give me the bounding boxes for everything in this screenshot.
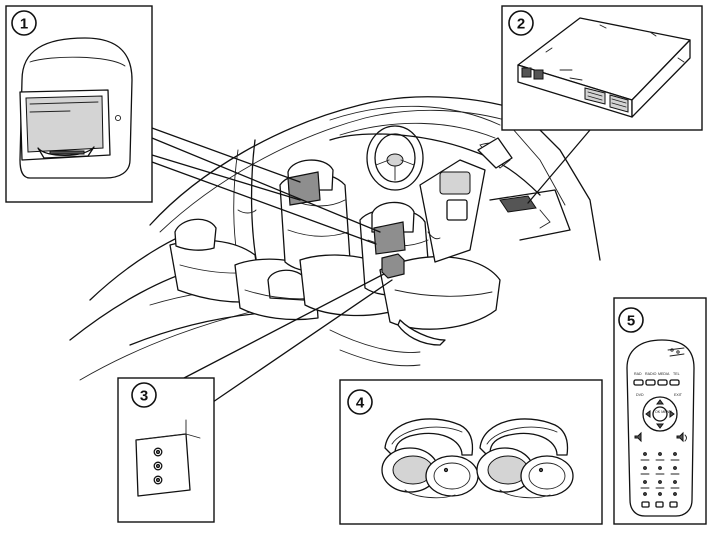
callout-badge-4: 4 (347, 389, 373, 415)
rear-screen-driver-highlight (373, 221, 406, 255)
leader-lines (151, 127, 591, 403)
car-interior-illustration (69, 96, 601, 381)
remote-mode-keys: RAD RADIO MEDIA TEL (634, 372, 680, 376)
remote-ok-label: OK MENU (655, 410, 672, 414)
remote-number-pad (640, 452, 680, 496)
remote-dvd-label: DVD (636, 393, 644, 397)
callout-badge-1: 1 (11, 10, 37, 36)
mode-key-media: MEDIA (658, 372, 670, 376)
headphone-right (476, 418, 574, 499)
callout-2-number: 2 (517, 16, 525, 33)
remote-bottom-keys (641, 501, 678, 508)
volume-down-icon (634, 431, 642, 443)
callout-1-number: 1 (20, 16, 28, 33)
detail-box-remote-control: RAD RADIO MEDIA TEL DVD EXIT OK MENU (613, 297, 707, 525)
callout-4-number: 4 (356, 395, 365, 412)
callout-badge-5: 5 (618, 307, 644, 333)
remote-dpad: OK MENU (642, 396, 678, 432)
detail-box-dvd-unit (501, 5, 703, 131)
remote-function-keys (633, 379, 680, 386)
detail-box-aux-panel (117, 377, 215, 523)
callout-badge-2: 2 (508, 10, 534, 36)
callout-3-number: 3 (140, 388, 148, 405)
detail-box-headphones (339, 379, 603, 525)
detail-box-headrest-screen (5, 5, 153, 203)
mode-key-radio: RADIO (645, 372, 657, 376)
mode-key-tel: TEL (673, 372, 680, 376)
headphone-left (381, 418, 479, 499)
remote-top-keys (667, 347, 685, 357)
callout-5-number: 5 (627, 313, 635, 330)
callout-badge-3: 3 (131, 382, 157, 408)
volume-up-icon (676, 431, 684, 443)
remote-exit-label: EXIT (674, 393, 683, 397)
aux-panel-highlight (381, 253, 405, 279)
mode-key-rad: RAD (634, 372, 642, 376)
